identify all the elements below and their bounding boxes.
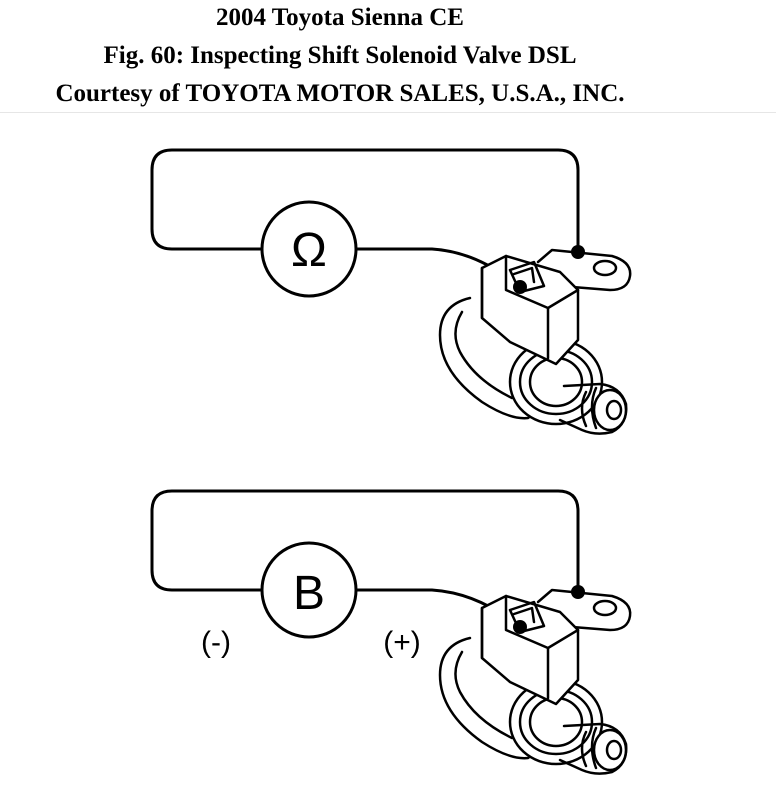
battery-body-ground-dot xyxy=(571,585,585,599)
ohmmeter-terminal-dot xyxy=(513,280,527,294)
ohmmeter-symbol xyxy=(260,200,358,298)
battery-test-group: B (-) (+) xyxy=(150,489,632,775)
solenoid-valve-bottom xyxy=(438,588,632,775)
ohmmeter-wire-loop xyxy=(150,148,580,252)
battery-symbol xyxy=(260,541,358,639)
positive-terminal-label: (+) xyxy=(383,626,421,659)
battery-terminal-dot xyxy=(513,620,527,634)
ohmmeter-label: Ω xyxy=(291,224,327,277)
vehicle-title: 2004 Toyota Sienna CE xyxy=(216,4,464,31)
figure-header: 2004 Toyota Sienna CE Fig. 60: Inspectin… xyxy=(0,0,776,113)
negative-terminal-label: (-) xyxy=(201,626,231,659)
figure-caption: Fig. 60: Inspecting Shift Solenoid Valve… xyxy=(103,42,577,69)
solenoid-valve-top xyxy=(438,248,632,435)
ohmmeter-body-ground-dot xyxy=(571,245,585,259)
ohmmeter-test-group: Ω xyxy=(150,148,632,435)
battery-label: B xyxy=(293,567,325,620)
battery-wire-loop xyxy=(150,489,580,593)
figure-credit: Courtesy of TOYOTA MOTOR SALES, U.S.A., … xyxy=(55,80,625,107)
